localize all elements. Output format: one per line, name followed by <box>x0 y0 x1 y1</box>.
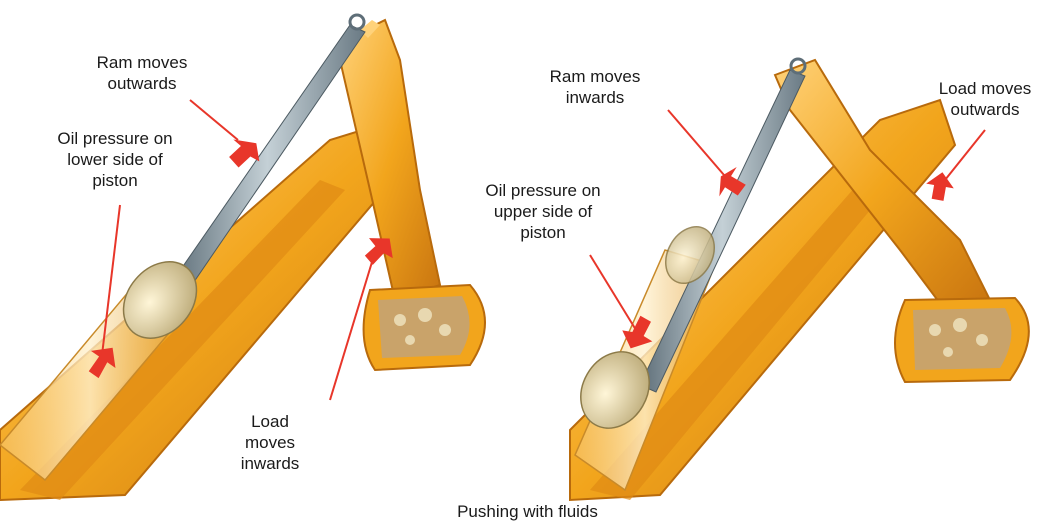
right-bucket <box>895 298 1029 382</box>
right-panel <box>567 59 1029 500</box>
figure-caption: Pushing with fluids <box>0 502 1055 522</box>
right-load-label: Load moves outwards <box>910 78 1055 120</box>
right-pressure-leader <box>590 255 636 330</box>
left-bucket <box>364 285 485 370</box>
left-pressure-label: Oil pressure on lower side of piston <box>20 128 210 191</box>
right-ram-label: Ram moves inwards <box>515 66 675 108</box>
left-ram-label: Ram moves outwards <box>62 52 222 94</box>
left-load-label: Load moves inwards <box>210 411 330 474</box>
right-pressure-label: Oil pressure on upper side of piston <box>448 180 638 243</box>
right-ram-leader <box>668 110 724 175</box>
